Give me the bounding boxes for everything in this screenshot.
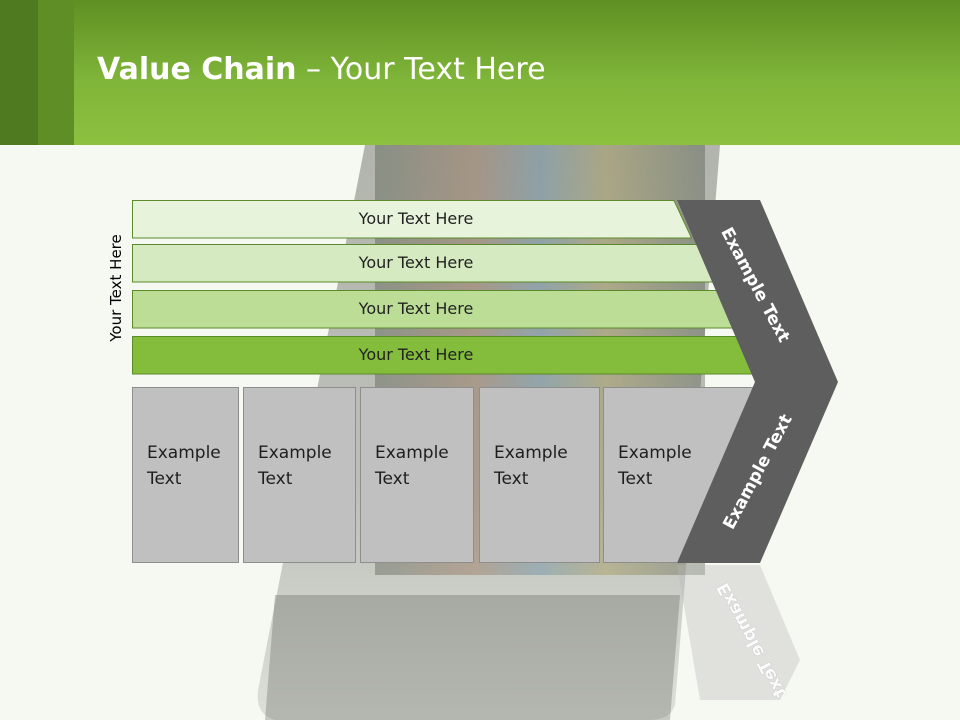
header-accent-strip bbox=[0, 0, 38, 145]
bar-shape bbox=[132, 200, 692, 239]
box-label-line1: Example bbox=[147, 443, 221, 463]
bar-1: Your Text Here bbox=[132, 200, 692, 239]
box-label-line2: Text bbox=[375, 469, 410, 489]
chevron-reflection bbox=[677, 565, 800, 700]
header-banner: Value Chain – Your Text Here bbox=[0, 0, 960, 145]
title-rest: – Your Text Here bbox=[296, 52, 546, 87]
bar-label: Your Text Here bbox=[358, 209, 474, 228]
chevron-shape bbox=[677, 200, 838, 563]
box-label-line1: Example bbox=[375, 443, 449, 463]
bar-label: Your Text Here bbox=[358, 345, 474, 364]
bar-label: Your Text Here bbox=[358, 253, 474, 272]
box-label-line2: Text bbox=[258, 469, 293, 489]
box-label-line1: Example bbox=[494, 443, 568, 463]
header-accent-strip bbox=[38, 0, 74, 145]
slide-title: Value Chain – Your Text Here bbox=[97, 52, 546, 87]
box-label-line1: Example bbox=[258, 443, 332, 463]
box-label-line2: Text bbox=[147, 469, 182, 489]
bar-2: Your Text Here bbox=[132, 244, 716, 283]
bar-3: Your Text Here bbox=[132, 290, 740, 329]
title-bold: Value Chain bbox=[97, 52, 297, 87]
box-label-line2: Text bbox=[618, 469, 653, 489]
box-label-line1: Example bbox=[618, 443, 692, 463]
bar-label: Your Text Here bbox=[358, 299, 474, 318]
box-label-line2: Text bbox=[494, 469, 529, 489]
